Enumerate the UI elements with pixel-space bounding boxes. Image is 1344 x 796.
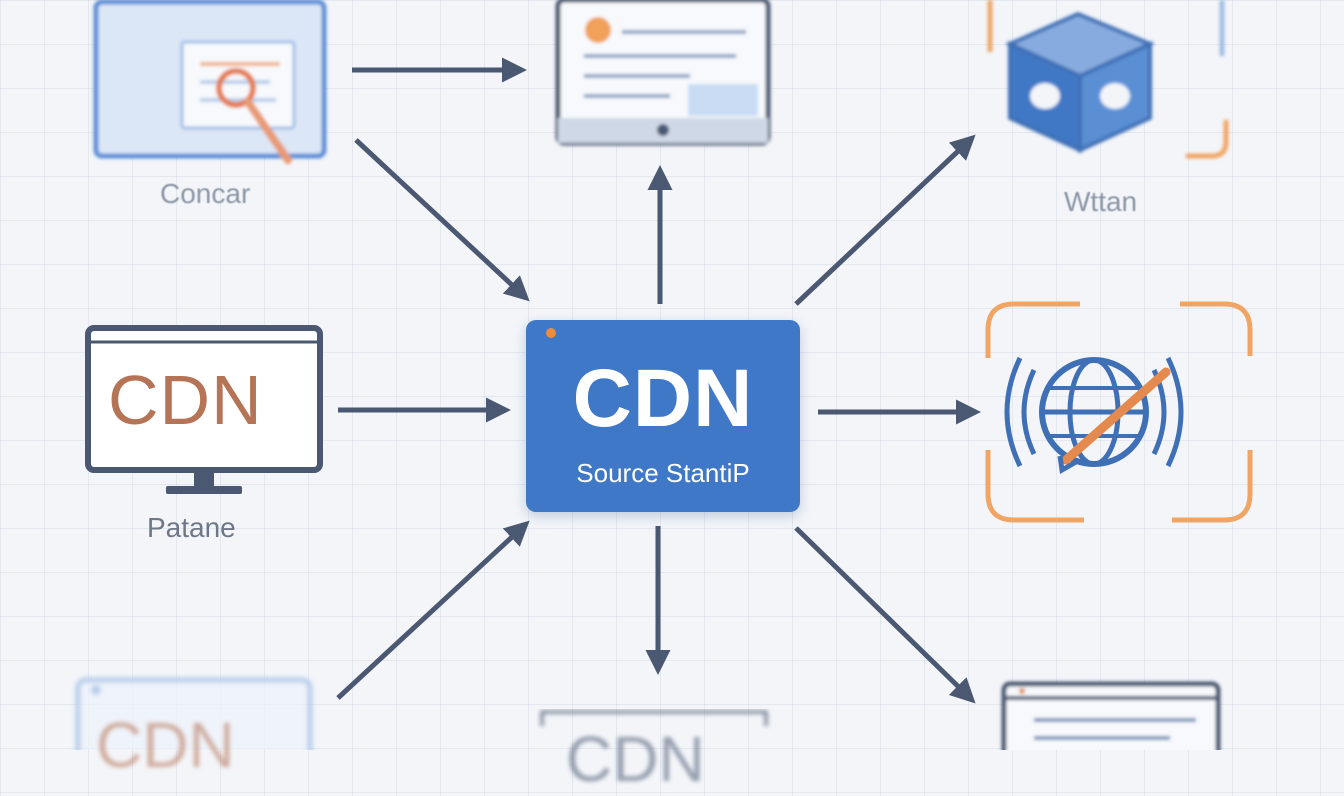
bottom-center-text: CDN bbox=[566, 723, 705, 795]
hub-title: CDN bbox=[572, 353, 754, 444]
arrow-top-left-to-hub bbox=[354, 138, 530, 302]
arrow-bottom-left-to-hub bbox=[336, 520, 530, 700]
label-top-left: Concar bbox=[160, 178, 251, 209]
arrows bbox=[336, 57, 981, 704]
monitor-icon bbox=[85, 325, 323, 494]
label-top-right: Wttan bbox=[1064, 186, 1138, 217]
cdn-hub: CDN Source StantiP bbox=[526, 320, 800, 512]
hub-subtitle: Source StantiP bbox=[576, 458, 750, 488]
arrow-hub-to-top-right bbox=[794, 134, 976, 306]
label-mid-left: Patane bbox=[147, 512, 236, 543]
bottom-left-monitor bbox=[75, 677, 313, 750]
diagram-canvas bbox=[75, 0, 1253, 750]
arrow-hub-to-bottom-right bbox=[794, 526, 976, 704]
globe-broadcast-icon bbox=[985, 301, 1253, 523]
bottom-left-text: CDN bbox=[96, 709, 235, 781]
cube-icon bbox=[987, 0, 1229, 159]
document-window-icon bbox=[555, 0, 771, 146]
window-icon bbox=[1001, 681, 1221, 750]
monitor-left-text: CDN bbox=[108, 361, 263, 439]
browser-search-icon bbox=[93, 0, 327, 164]
hub-status-dot bbox=[546, 328, 556, 338]
bottom-center-frame bbox=[540, 710, 768, 726]
